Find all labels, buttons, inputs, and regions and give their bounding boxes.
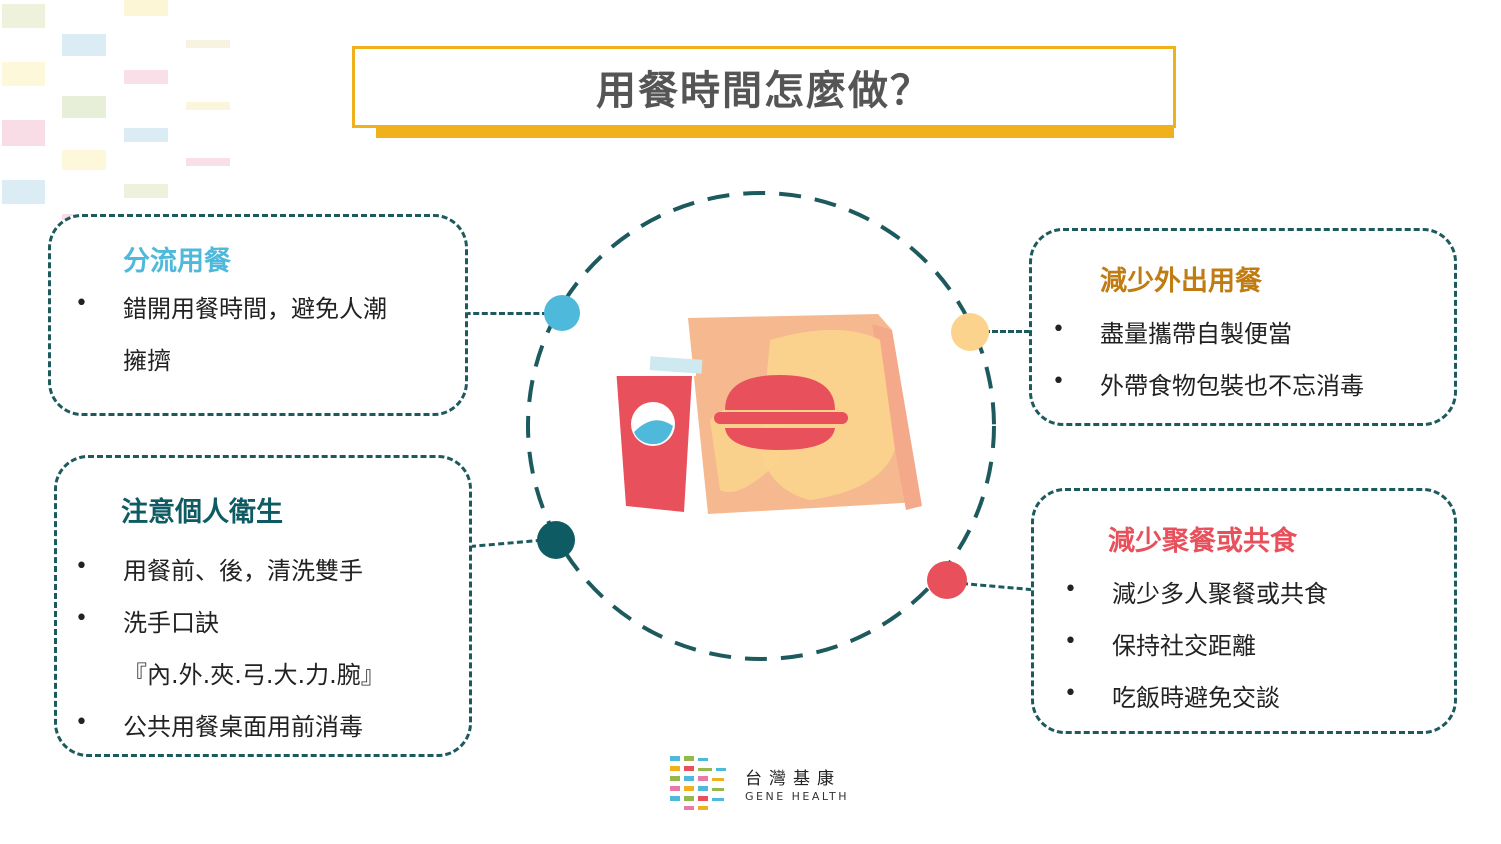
center-circle xyxy=(526,191,996,661)
bullet-icon: • xyxy=(1064,577,1077,602)
list-item: 減少多人聚餐或共食 xyxy=(1112,580,1328,608)
list-item: 用餐前、後，清洗雙手 xyxy=(123,557,363,585)
logo-name-en: GENE HEALTH xyxy=(745,790,850,803)
page-title: 用餐時間怎麼做？ xyxy=(596,68,932,114)
card-title: 注意個人衛生 xyxy=(121,497,283,528)
bullet-icon: • xyxy=(1052,369,1065,394)
list-item: 『內.外.夾.弓.大.力.腕』 xyxy=(123,661,385,689)
card-hygiene: 注意個人衛生 • 用餐前、後，清洗雙手 • 洗手口訣 『內.外.夾.弓.大.力.… xyxy=(54,455,472,757)
food-bag-icon xyxy=(616,314,922,514)
card-gathering: 減少聚餐或共食 • 減少多人聚餐或共食 • 保持社交距離 • 吃飯時避免交談 xyxy=(1031,488,1457,734)
bullet-icon: • xyxy=(75,291,88,316)
card-title: 減少聚餐或共食 xyxy=(1108,526,1297,557)
list-item: 吃飯時避免交談 xyxy=(1112,684,1280,712)
bullet-icon: • xyxy=(75,710,88,735)
list-item: 盡量攜帶自製便當 xyxy=(1100,320,1292,348)
title-box: 用餐時間怎麼做？ xyxy=(352,46,1176,128)
list-item: 洗手口訣 xyxy=(123,609,219,637)
card-title: 減少外出用餐 xyxy=(1100,266,1262,297)
list-item: 錯開用餐時間，避免人潮 xyxy=(123,295,387,323)
bullet-icon: • xyxy=(75,606,88,631)
logo-name-cn: 台灣基康 xyxy=(745,769,841,789)
node-teal xyxy=(537,521,575,559)
bullet-icon: • xyxy=(1064,629,1077,654)
node-pink xyxy=(927,561,967,599)
drink-cup-icon xyxy=(616,356,703,512)
connector-takeout xyxy=(984,330,1030,333)
list-item: 公共用餐桌面用前消毒 xyxy=(123,713,363,741)
bullet-icon: • xyxy=(1064,681,1077,706)
card-takeout: 減少外出用餐 • 盡量攜帶自製便當 • 外帶食物包裝也不忘消毒 xyxy=(1029,228,1457,426)
node-yellow xyxy=(951,313,989,351)
bullet-icon: • xyxy=(1052,317,1065,342)
card-split-dining: 分流用餐 • 錯開用餐時間，避免人潮 擁擠 xyxy=(48,214,468,416)
burger-icon xyxy=(714,375,848,450)
node-blue xyxy=(544,295,580,331)
list-item: 外帶食物包裝也不忘消毒 xyxy=(1100,372,1364,400)
bullet-icon: • xyxy=(75,554,88,579)
logo-mark-icon xyxy=(670,756,726,810)
card-title: 分流用餐 xyxy=(123,246,231,277)
connector-split xyxy=(456,312,548,315)
list-item: 保持社交距離 xyxy=(1112,632,1256,660)
list-item: 擁擠 xyxy=(123,347,171,375)
